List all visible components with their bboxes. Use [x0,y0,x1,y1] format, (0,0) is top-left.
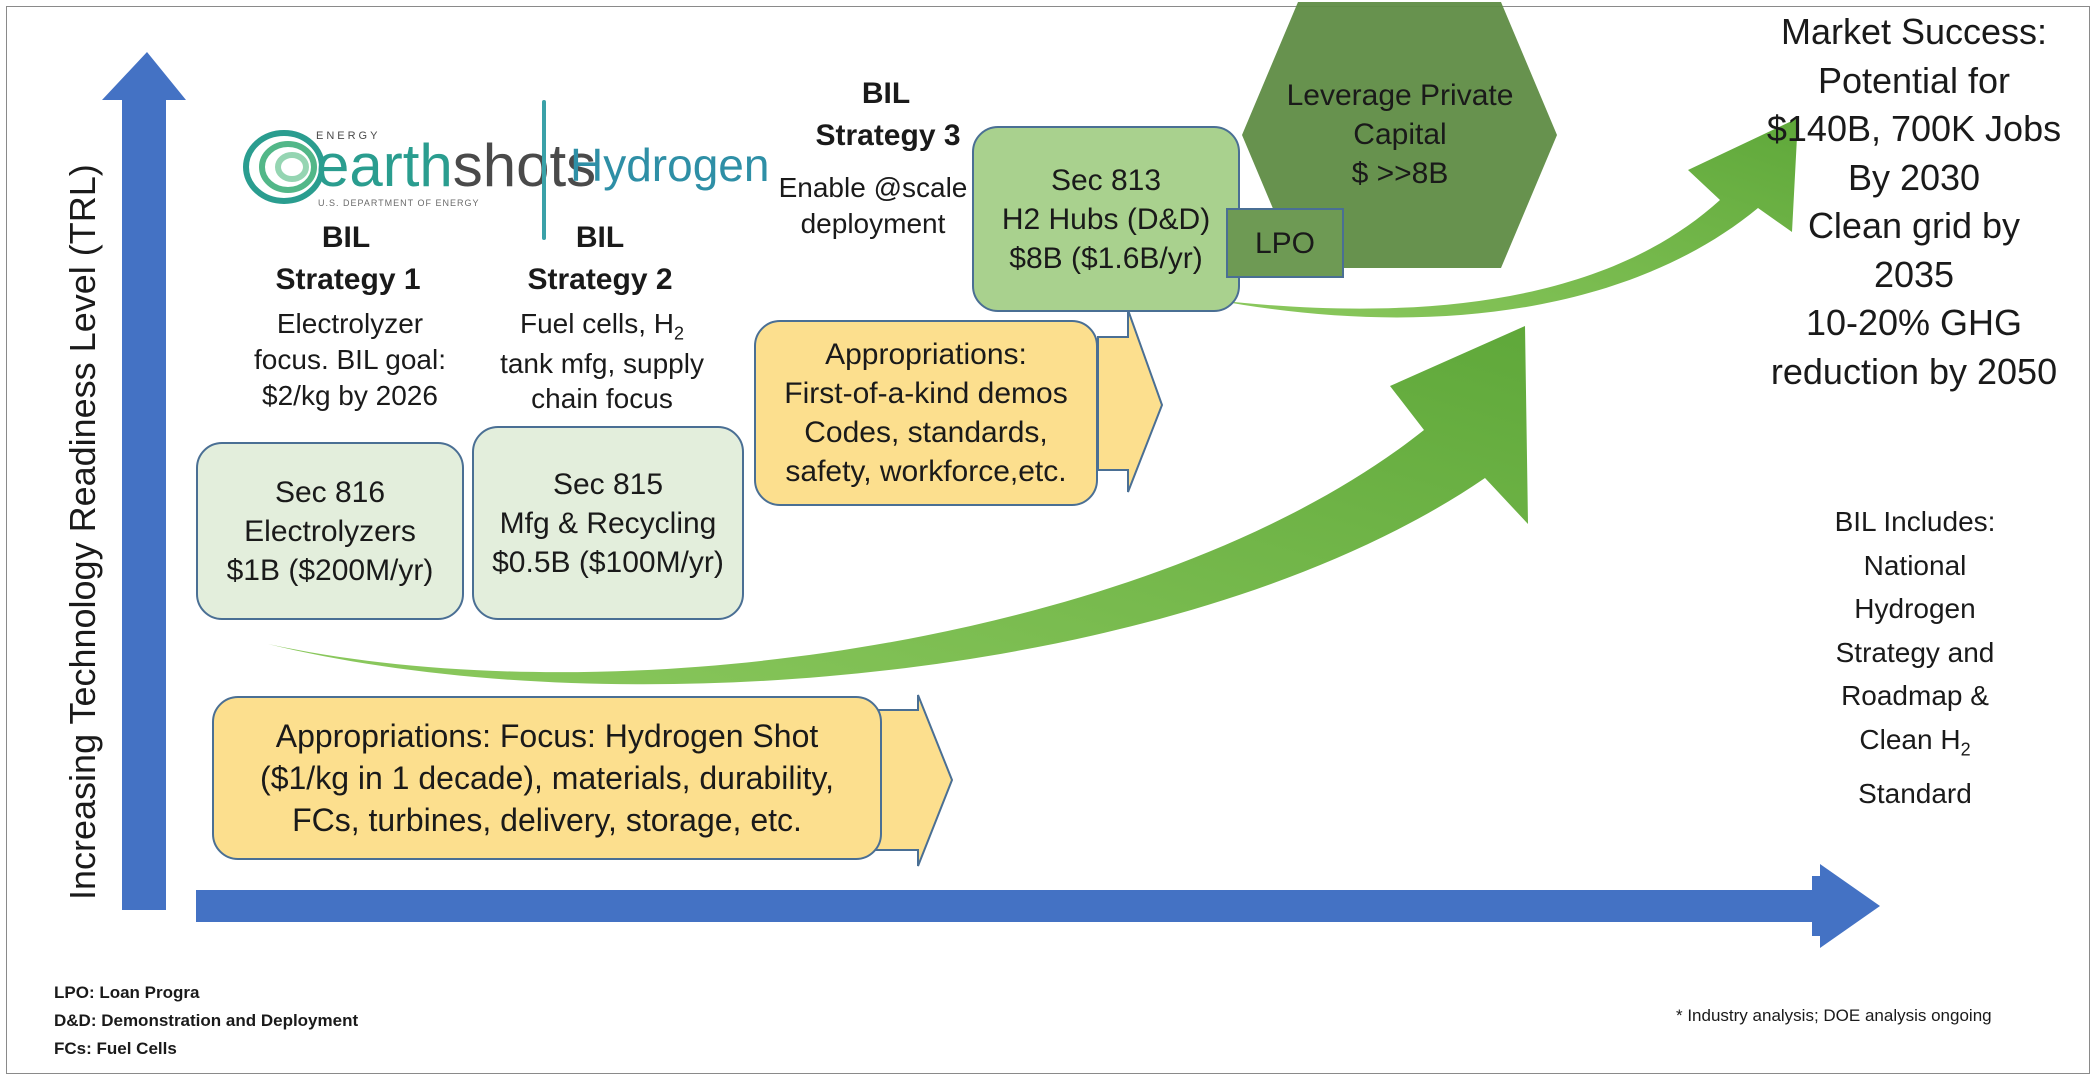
bil-includes-line: Hydrogen [1854,593,1976,624]
lower-approp-line: Appropriations: Focus: Hydrogen Shot [275,717,819,754]
sec816-box: Sec 816 Electrolyzers $1B ($200M/yr) [196,442,464,620]
upper-approp-line: First-of-a-kind demos [784,377,1068,410]
bil-includes-subscript: 2 [1960,739,1971,760]
strategy2-desc-line: chain focus [531,383,673,415]
y-axis-label: Increasing Technology Readiness Level (T… [62,164,103,900]
logo-earth-word: earth [316,132,453,199]
vertical-axis-arrow [102,52,186,910]
diagram-frame [6,6,2090,1074]
logo-earthshots-text: earthshots [316,136,596,196]
bil-includes-text-part: Clean H [1859,723,1961,755]
lower-appropriation-arrow [875,694,954,867]
large-green-growth-arrow [268,326,1528,685]
bil-includes-text: BIL Includes: National Hydrogen Strategy… [1810,500,2020,815]
market-success-text: Market Success: Potential for $140B, 700… [1738,8,2090,396]
market-line: Potential for [1817,59,2011,101]
logo-energy-text: ENERGY [316,130,381,142]
strategy1-desc-line: $2/kg by 2026 [262,379,438,411]
sec813-subtitle: H2 Hubs (D&D) [1001,202,1211,236]
footnote-fcs: FCs: Fuel Cells [54,1039,177,1058]
upper-approp-line: safety, workforce,etc. [785,455,1067,488]
strategy2-title: Strategy 2 [527,263,673,296]
lpo-box: LPO [1226,208,1344,278]
strategy1-title: Strategy 1 [275,263,421,296]
market-line: 10-20% GHG [1805,302,2023,343]
horizontal-axis-arrow [196,864,1880,948]
strategy3-title: Strategy 3 [815,119,961,152]
hexagon-line: $ >>8B [1351,157,1449,190]
market-line: reduction by 2050 [1770,350,2058,392]
strategy2-description: Fuel cells, H2 tank mfg, supply chain fo… [482,306,722,417]
sec815-funding: $0.5B ($100M/yr) [492,545,724,579]
upper-appropriation-arrow [1097,309,1164,493]
hexagon-text: Leverage Private Capital $ >>8B [1262,76,1538,193]
sec816-subtitle: Electrolyzers [244,514,416,548]
earthshots-logo: ENERGY earthshots U.S. DEPARTMENT OF ENE… [238,118,596,214]
strategy1-description: Electrolyzer focus. BIL goal: $2/kg by 2… [220,306,480,413]
bil-includes-line: Strategy and [1835,636,1995,668]
leverage-capital-hexagon [1242,2,1557,268]
strategy2-desc-subscript: 2 [674,323,685,344]
sec813-title: Sec 813 [1050,163,1162,197]
sec816-title: Sec 816 [274,475,386,509]
strategy3-description: Enable @scale deployment [768,170,978,242]
footnote-dd: D&D: Demonstration and Deployment [54,1011,359,1030]
logo-hydrogen-text: Hydrogen [570,139,770,191]
market-line: 2035 [1873,253,1955,295]
strategy3-desc-line: deployment [800,207,946,239]
strategy2-desc-text: Fuel cells, H [519,308,675,339]
sec813-funding: $8B ($1.6B/yr) [1009,241,1203,275]
hexagon-line: Capital [1353,118,1447,151]
market-line: By 2030 [1847,156,1981,198]
lower-appropriations-box: Appropriations: Focus: Hydrogen Shot ($1… [212,696,882,860]
sec815-box: Sec 815 Mfg & Recycling $0.5B ($100M/yr) [472,426,744,620]
lower-approp-line: ($1/kg in 1 decade), materials, durabili… [260,759,834,796]
bil-includes-line: Clean H2 [1810,718,2020,772]
footnote-industry-analysis: * Industry analysis; DOE analysis ongoin… [1676,1006,1992,1025]
sec813-box: Sec 813 H2 Hubs (D&D) $8B ($1.6B/yr) [972,126,1240,312]
strategy3-desc-line: Enable @scale [778,172,968,203]
sec816-funding: $1B ($200M/yr) [226,553,434,587]
upper-appropriations-box: Appropriations: First-of-a-kind demos Co… [754,320,1098,506]
logo-shots-word: shots [452,132,597,199]
logo-department-text: U.S. DEPARTMENT OF ENERGY [318,198,480,208]
earthshots-swirl-icon [243,130,324,204]
bil-includes-line: Standard [1858,777,1972,809]
sec815-title: Sec 815 [552,467,664,501]
upper-approp-line: Codes, standards, [804,416,1048,449]
strategy2-bil: BIL [575,221,625,254]
strategy1-desc-line: focus. BIL goal: [254,343,446,375]
bil-includes-line: National [1863,549,1967,581]
upper-green-growth-arrow [1215,118,1798,318]
market-line: Clean grid by [1807,205,2021,246]
hexagon-line: Leverage Private [1286,79,1514,112]
strategy1-bil: BIL [321,221,371,254]
bil-includes-line: Roadmap & [1841,680,1989,711]
strategy1-desc-line: Electrolyzer [276,308,424,339]
strategy3-bil: BIL [861,77,911,110]
upper-approp-line: Appropriations: [825,338,1027,371]
market-line: $140B, 700K Jobs [1766,108,2062,149]
bil-includes-line: BIL Includes: [1834,506,1996,537]
strategy2-desc-line: Fuel cells, H2 [482,306,722,346]
market-line: Market Success: [1780,11,2048,52]
strategy2-desc-line: tank mfg, supply [500,347,704,379]
sec815-subtitle: Mfg & Recycling [499,506,717,540]
logo-divider [542,100,546,240]
lower-approp-line: FCs, turbines, delivery, storage, etc. [292,802,802,839]
footnote-lpo: LPO: Loan Progra [54,983,200,1002]
